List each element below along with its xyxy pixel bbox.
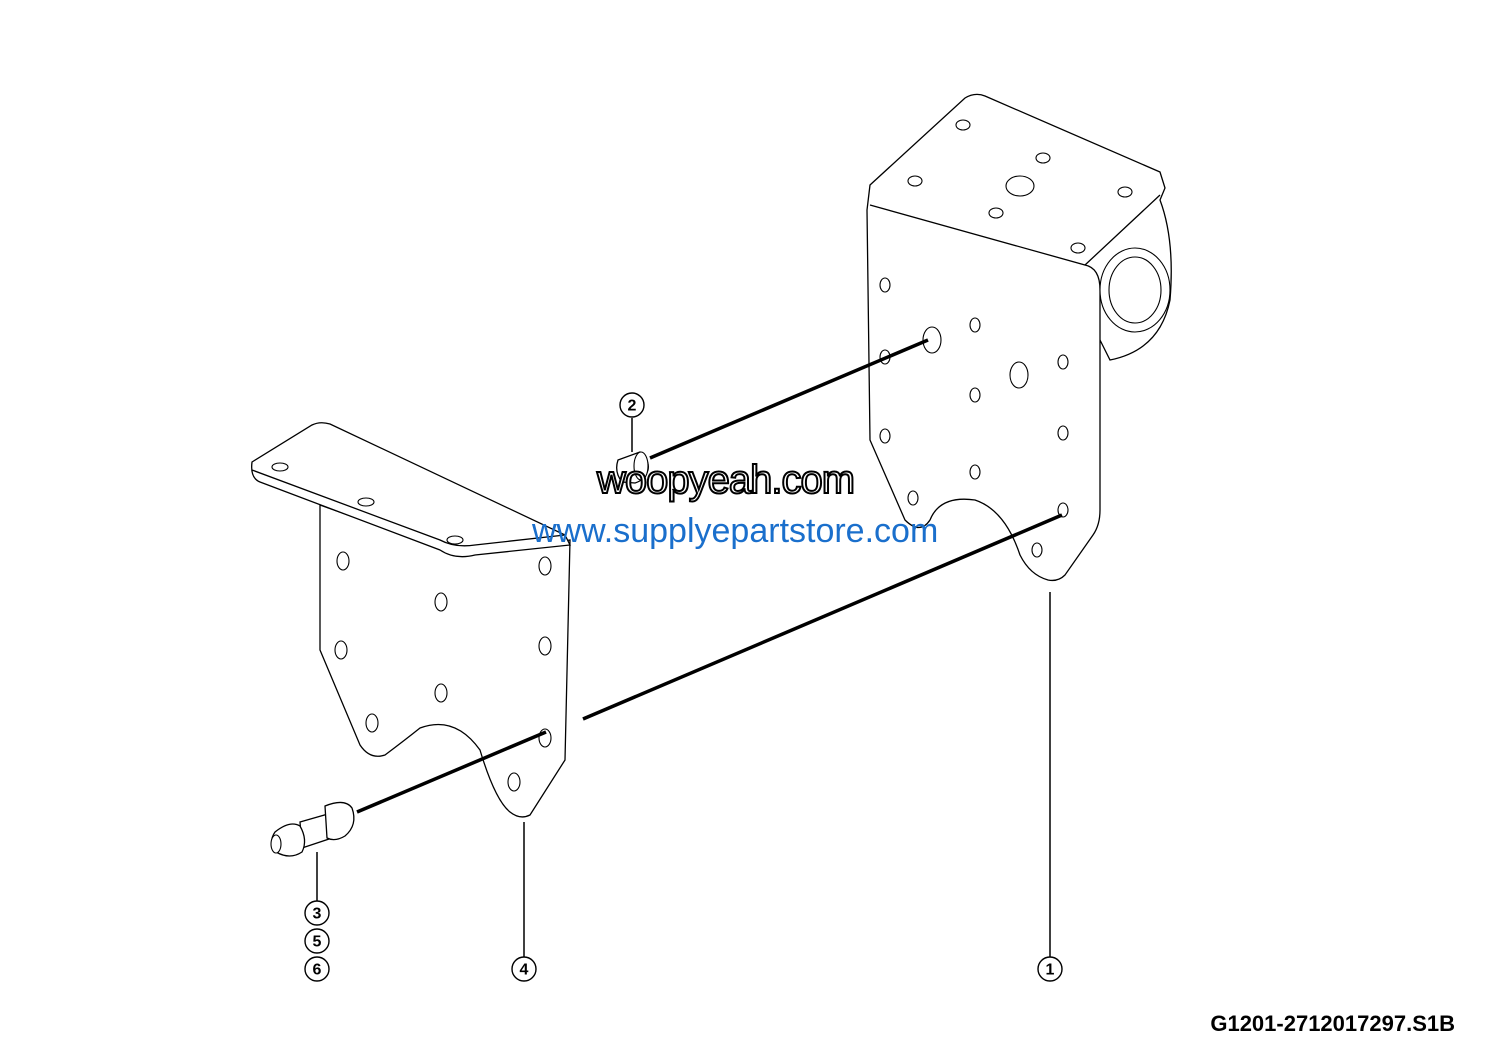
callout-3: 3 — [304, 900, 330, 926]
svg-text:4: 4 — [520, 962, 529, 979]
drawing-code: G1201-2712017297.S1B — [1210, 1011, 1455, 1036]
bracket-1-holes — [879, 119, 1133, 558]
svg-text:2: 2 — [628, 398, 637, 415]
callout-4: 4 — [511, 956, 537, 982]
svg-text:5: 5 — [313, 934, 322, 951]
bolt-part-3 — [270, 801, 355, 857]
callout-5: 5 — [304, 928, 330, 954]
svg-text:3: 3 — [313, 906, 322, 923]
bracket-4-holes — [271, 462, 552, 792]
callout-1: 1 — [1037, 956, 1063, 982]
assembly-axis-plug — [649, 338, 929, 460]
svg-text:6: 6 — [313, 962, 322, 979]
watermark-secondary: www.supplyepartstore.com — [532, 512, 939, 550]
callout-6: 6 — [304, 956, 330, 982]
assembly-axis-bolt-lower — [356, 730, 547, 814]
bracket-part-4 — [251, 422, 572, 818]
bracket-part-1 — [866, 93, 1172, 582]
assembly-axis-bolt-upper — [582, 513, 1063, 721]
watermark-primary: woopyeah.com — [596, 458, 856, 502]
svg-text:1: 1 — [1046, 962, 1055, 979]
plug-part-2 — [616, 451, 649, 484]
callout-2: 2 — [619, 392, 645, 418]
